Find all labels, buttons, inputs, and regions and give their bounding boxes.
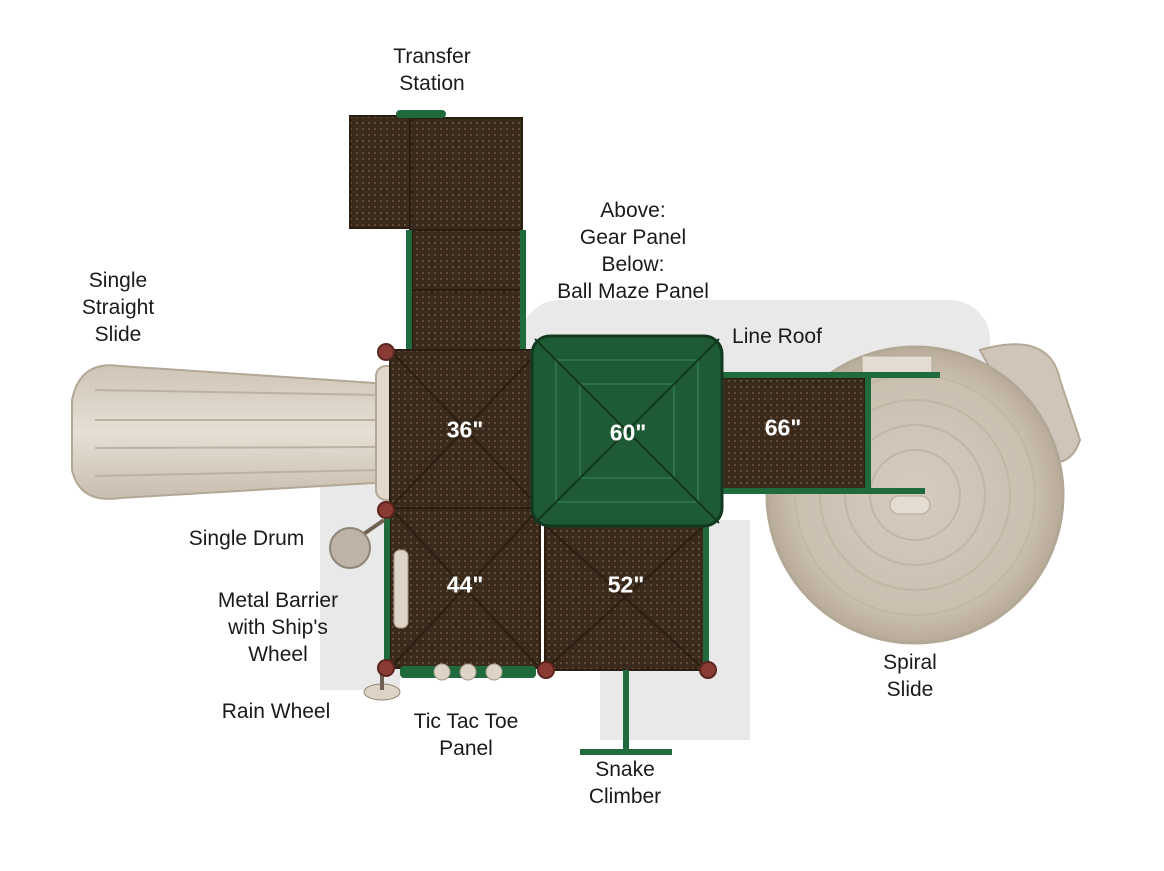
clamps <box>377 343 717 679</box>
single-straight-slide <box>71 364 401 501</box>
step-decks <box>406 229 526 351</box>
line-roof <box>530 334 724 528</box>
deck-height-60: 60" <box>609 419 647 446</box>
deck-height-66: 66" <box>764 414 802 441</box>
transfer-station <box>349 110 523 231</box>
label-single-drum: Single Drum <box>188 527 305 550</box>
label-line-roof: Line Roof <box>732 325 822 348</box>
deck-52 <box>544 520 709 671</box>
deck-height-36: 36" <box>446 416 484 443</box>
label-rain-wheel: Rain Wheel <box>221 700 331 723</box>
deck-36 <box>389 349 541 509</box>
deck-height-44: 44" <box>446 571 484 598</box>
single-drum <box>329 518 386 569</box>
deck-66 <box>719 372 940 494</box>
deck-height-52: 52" <box>607 571 645 598</box>
tic-tac-toe-panel <box>400 663 536 681</box>
snake-climber <box>580 670 672 755</box>
